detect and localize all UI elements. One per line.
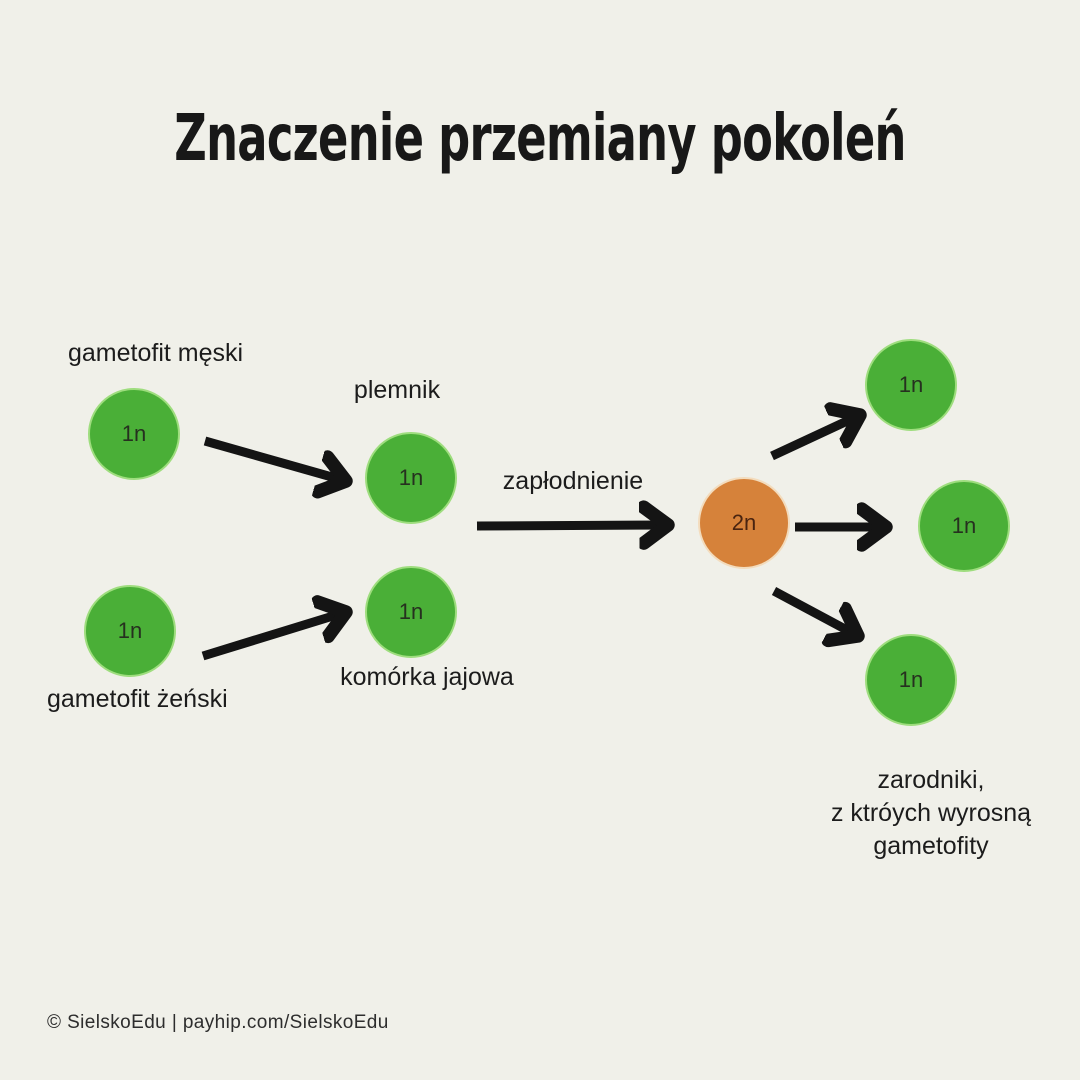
- node-plemnik: 1n: [365, 432, 457, 524]
- arrow-meski-to-plemnik: [203, 436, 346, 481]
- ploidy-label: 1n: [898, 372, 924, 397]
- node-gametofit-meski: 1n: [88, 388, 180, 480]
- ploidy-label: 1n: [117, 618, 143, 643]
- page-title: Znaczenie przemiany pokoleń: [174, 102, 906, 176]
- ploidy-label: 1n: [951, 513, 977, 538]
- label-zarodniki-line2: z ktróych wyrosną: [830, 799, 1032, 827]
- node-komorka-jajowa: 1n: [365, 566, 457, 658]
- label-komorka-jajowa: komórka jajowa: [340, 663, 514, 691]
- label-zarodniki-line3: gametofity: [873, 832, 989, 860]
- ploidy-label: 1n: [398, 465, 424, 490]
- node-gametofit-zenski: 1n: [84, 585, 176, 677]
- arrow-zenski-to-jajowa: [201, 612, 346, 661]
- ploidy-label: 2n: [731, 510, 757, 535]
- arrow-zygota-to-dolny: [771, 587, 858, 636]
- footer-credit: © SielskoEdu | payhip.com/SielskoEdu: [47, 1012, 389, 1033]
- node-zarodnik-srodkowy: 1n: [918, 480, 1010, 572]
- ploidy-label: 1n: [898, 667, 924, 692]
- label-zarodniki: zarodniki, z ktróych wyrosną gametofity: [781, 764, 1080, 863]
- label-gametofit-zenski: gametofit żeński: [47, 685, 228, 713]
- ploidy-label: 1n: [398, 599, 424, 624]
- node-zarodnik-dolny: 1n: [865, 634, 957, 726]
- arrow-zygota-to-gorny: [770, 415, 860, 461]
- label-plemnik: plemnik: [353, 376, 441, 404]
- label-zaplodnienie: zapłodnienie: [502, 467, 644, 495]
- label-gametofit-meski: gametofit męski: [68, 339, 244, 367]
- arrow-zaplodnienie: [476, 525, 668, 526]
- ploidy-label: 1n: [121, 421, 147, 446]
- label-zarodniki-line1: zarodniki,: [877, 766, 985, 794]
- node-zygota: 2n: [698, 477, 790, 569]
- node-zarodnik-gorny: 1n: [865, 339, 957, 431]
